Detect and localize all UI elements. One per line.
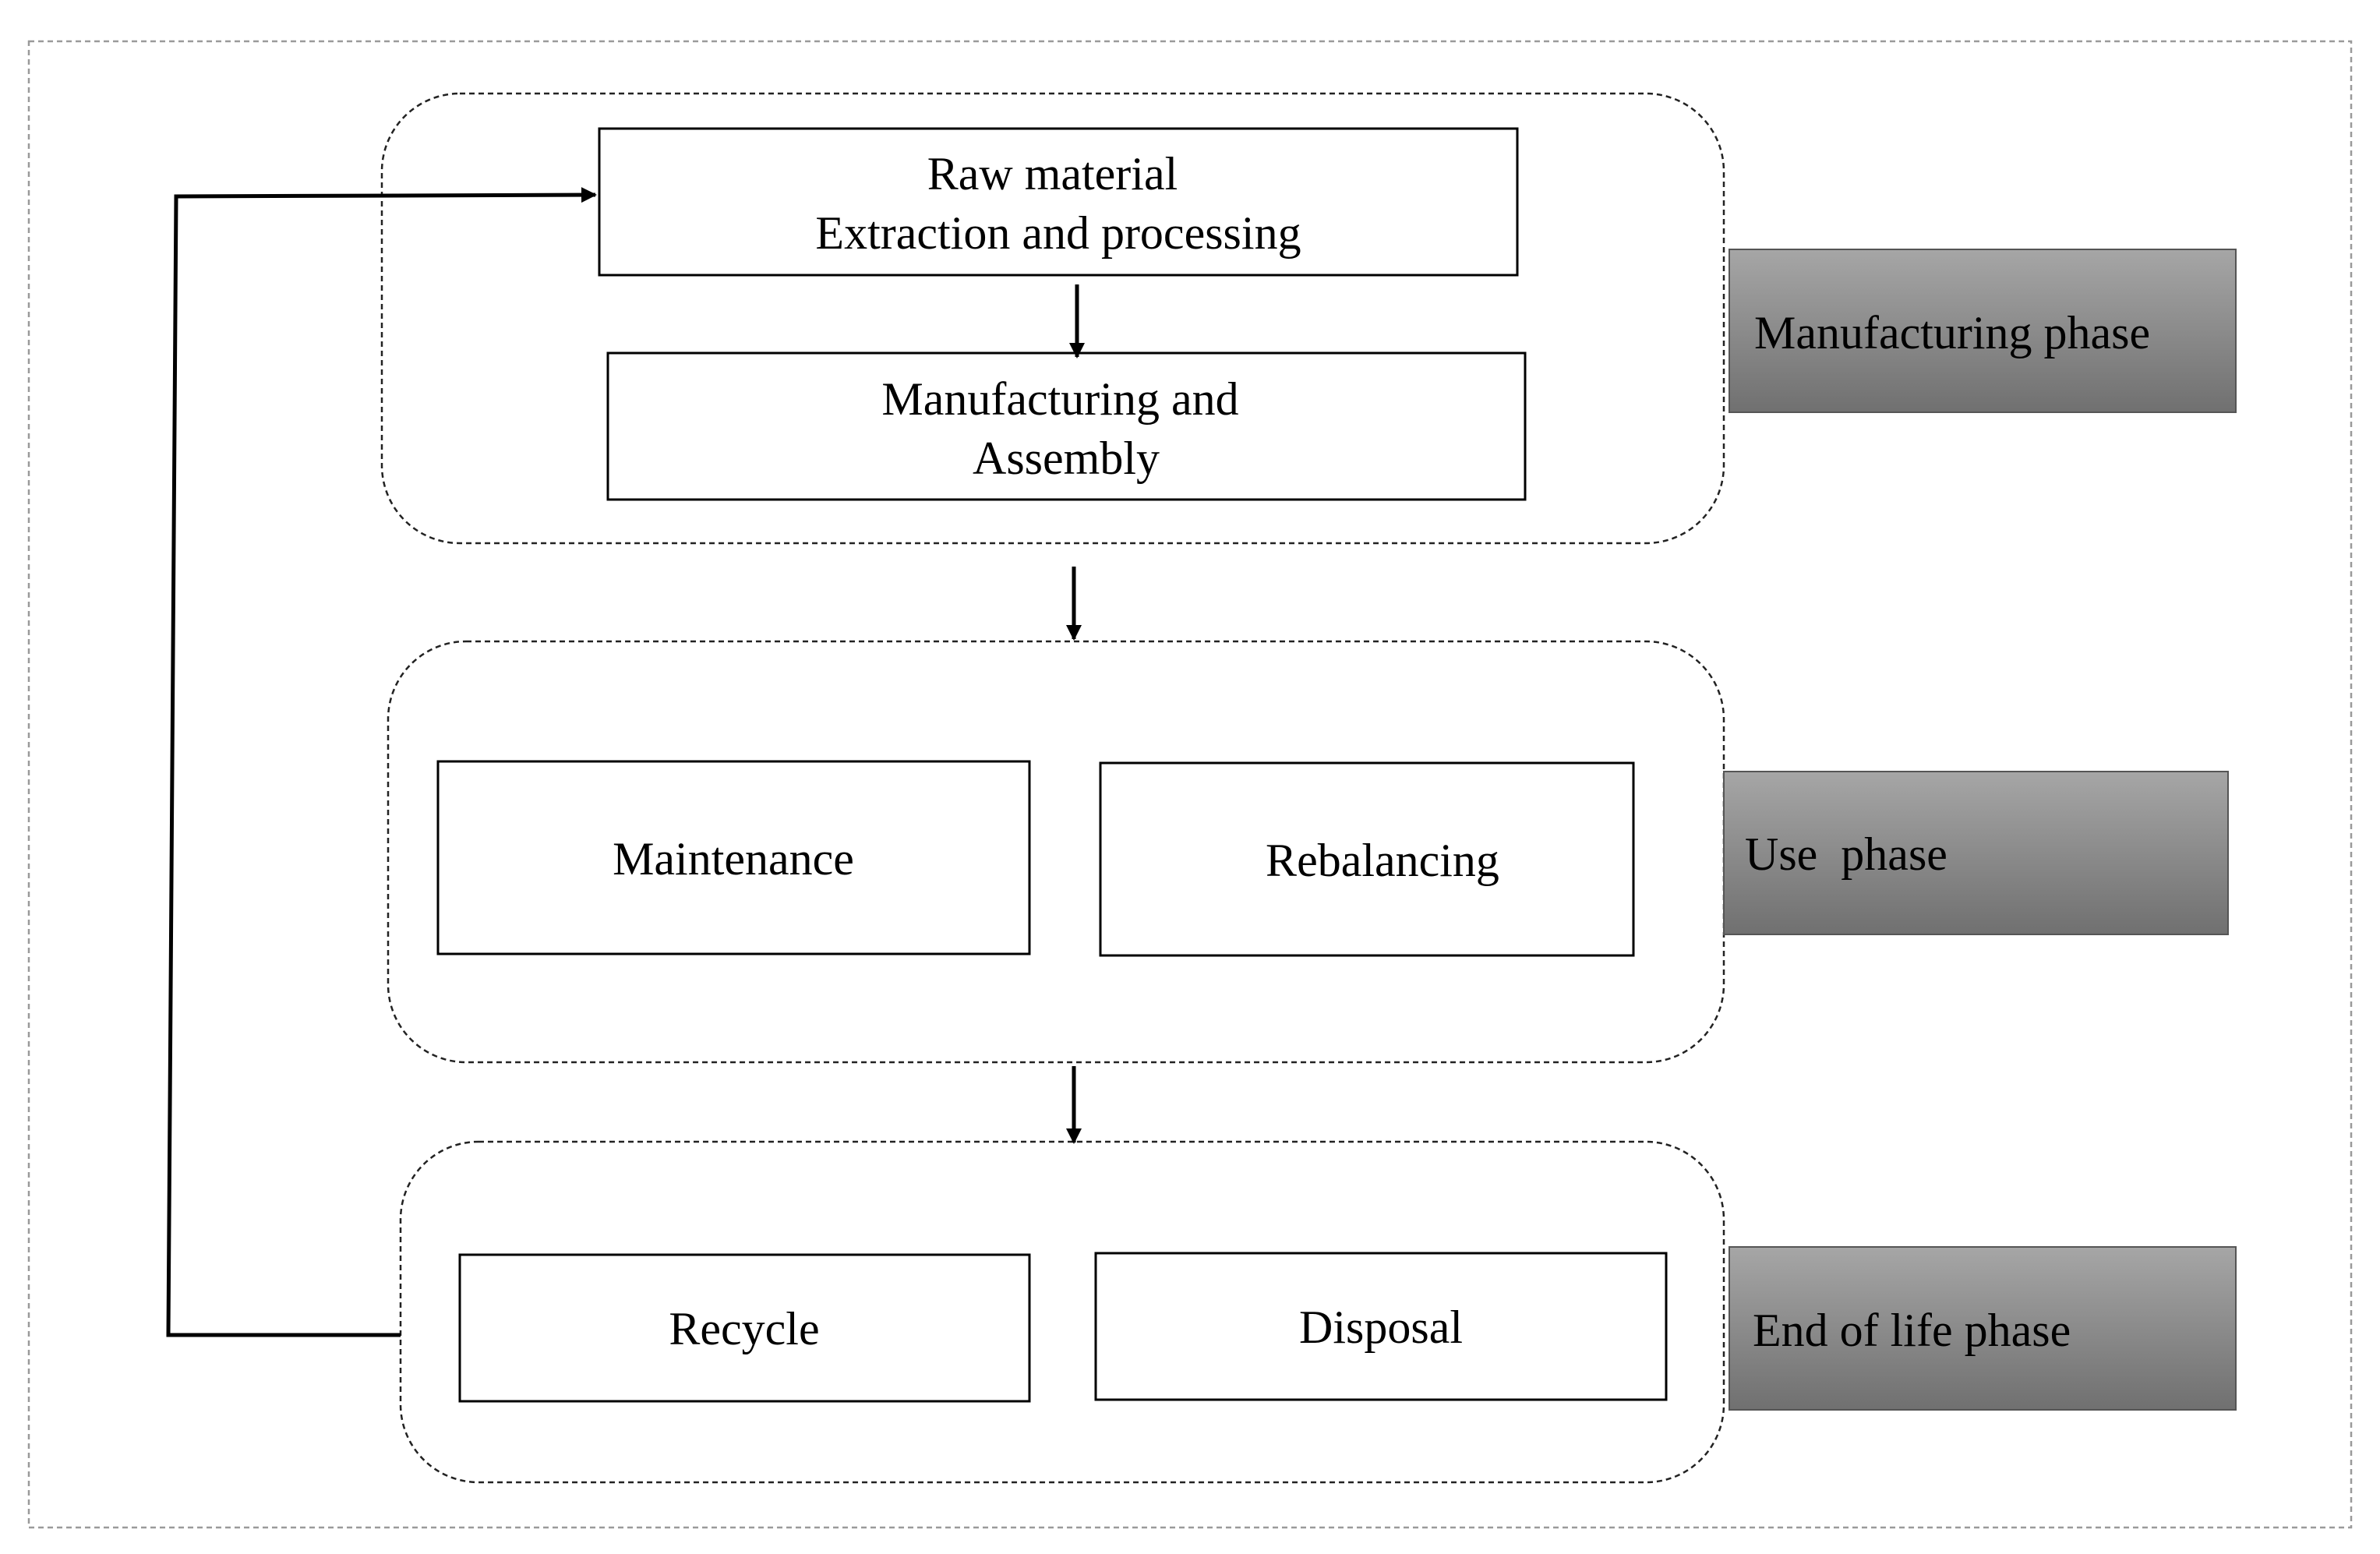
manufacturing-assembly-line-1: Manufacturing and <box>881 373 1238 425</box>
rebalancing-label: Rebalancing <box>1266 835 1499 886</box>
manufacturing-phase-label: Manufacturing phase <box>1729 249 2237 413</box>
maintenance-node: Maintenance <box>436 760 1031 955</box>
end-of-life-phase-text: End of life phase <box>1753 1305 2071 1356</box>
end-of-life-phase-label: End of life phase <box>1729 1246 2237 1411</box>
raw-material-line-1: Raw material <box>927 148 1178 200</box>
disposal-box <box>1094 1252 1668 1401</box>
maintenance-box <box>436 760 1031 955</box>
arrow-end-of-life-to-raw-material <box>166 187 597 1337</box>
raw-material-line-2: Extraction and processing <box>815 207 1301 259</box>
rebalancing-node: Rebalancing <box>1099 761 1635 957</box>
manufacturing-assembly-line-2: Assembly <box>973 433 1160 484</box>
use-phase-box <box>1723 771 2229 935</box>
end-of-life-phase-box <box>1729 1246 2237 1411</box>
raw-material-label: Raw material Extraction and processing <box>815 148 1301 259</box>
raw-material-node: Raw material Extraction and processing <box>598 127 1519 277</box>
manufacturing-group <box>380 92 1725 545</box>
use-phase-label: Use phase <box>1723 771 2229 935</box>
outer-frame <box>27 40 2353 1529</box>
raw-material-box <box>598 127 1519 277</box>
rebalancing-box <box>1099 761 1635 957</box>
disposal-node: Disposal <box>1094 1252 1668 1401</box>
manufacturing-assembly-node: Manufacturing and Assembly <box>606 351 1527 501</box>
recycle-label: Recycle <box>669 1303 819 1354</box>
manufacturing-assembly-label: Manufacturing and Assembly <box>881 373 1250 484</box>
end-of-life-group <box>399 1140 1725 1484</box>
use-phase-text: Use phase <box>1745 828 1947 880</box>
manufacturing-assembly-box <box>606 351 1527 501</box>
manufacturing-phase-text: Manufacturing phase <box>1754 307 2150 358</box>
recycle-node: Recycle <box>458 1253 1031 1403</box>
maintenance-label: Maintenance <box>613 833 854 885</box>
disposal-label: Disposal <box>1299 1301 1463 1353</box>
recycle-box <box>458 1253 1031 1403</box>
manufacturing-phase-box <box>1729 249 2237 413</box>
